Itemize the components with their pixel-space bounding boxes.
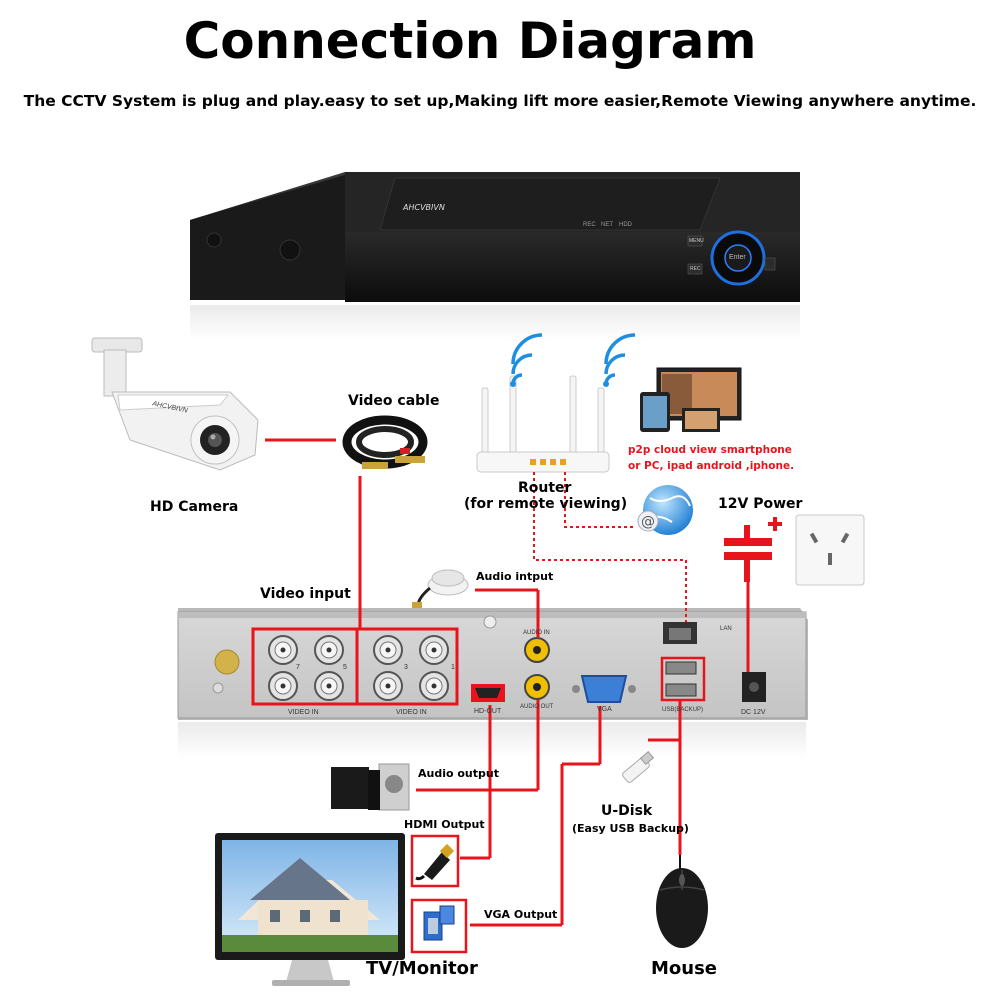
page-title: Connection Diagram	[183, 12, 757, 70]
bnc-number-1: 1	[451, 664, 455, 671]
bnc-connector-pin	[431, 647, 437, 653]
bnc-number-7: 7	[296, 664, 300, 671]
svg-text:@: @	[641, 514, 655, 530]
audio-input-label: Audio intput	[476, 570, 554, 583]
dvr-rec-button[interactable]: REC	[690, 266, 701, 272]
vga-port-label: VGA	[597, 706, 612, 713]
bnc-connector-pin	[280, 647, 286, 653]
mouse-device	[656, 855, 708, 948]
router-device	[476, 333, 636, 473]
video-cable-label: Video cable	[348, 393, 440, 409]
tv-monitor	[215, 833, 405, 986]
dvr-indicator-net: NET	[601, 222, 613, 228]
bnc-number-3: 3	[404, 664, 408, 671]
hdmi-cable-icon	[415, 843, 455, 881]
router-label: Router	[518, 480, 572, 496]
bnc-connectors	[268, 635, 449, 701]
bnc-connector-pin	[385, 647, 391, 653]
hd-camera	[91, 337, 259, 471]
video-input-label: Video input	[260, 586, 351, 602]
lan-port-label: LAN	[720, 626, 732, 632]
dvr-front-unit	[190, 172, 800, 340]
speakers	[331, 763, 410, 811]
bnc-connector-pin	[385, 683, 391, 689]
page-subtitle: The CCTV System is plug and play.easy to…	[23, 92, 977, 110]
hd-camera-label: HD Camera	[150, 499, 239, 515]
vga-output-label: VGA Output	[484, 908, 558, 921]
dc-port	[742, 672, 766, 702]
bnc-number-5: 5	[343, 664, 347, 671]
video-cable-coil	[342, 415, 428, 469]
u-disk	[622, 751, 655, 783]
usb-ports	[660, 656, 706, 702]
p2p-devices	[640, 367, 742, 432]
bnc-connector-pin	[431, 683, 437, 689]
video-in-label-right: VIDEO IN	[396, 709, 427, 716]
dvr-indicator-hdd: HDD	[619, 222, 632, 228]
wires	[265, 438, 750, 927]
wifi-icon	[604, 333, 636, 385]
vga-port	[572, 675, 636, 703]
wall-socket	[795, 514, 865, 586]
audio-out-jack	[524, 674, 550, 700]
p2p-line1: p2p cloud view smartphone	[628, 444, 792, 456]
mouse-label: Mouse	[651, 958, 718, 979]
u-disk-sublabel: (Easy USB Backup)	[572, 822, 689, 835]
power-label: 12V Power	[718, 496, 803, 512]
bnc-connector-pin	[326, 683, 332, 689]
microphone	[412, 569, 469, 608]
bnc-connector-pin	[280, 683, 286, 689]
audio-in-jack	[524, 637, 550, 663]
u-disk-label: U-Disk	[601, 803, 653, 819]
lan-port	[663, 622, 697, 644]
wifi-icon	[511, 333, 543, 385]
video-in-box-right	[355, 627, 459, 706]
dc-port-label: DC 12V	[741, 709, 766, 716]
power-symbol	[724, 517, 782, 582]
dotted-network-lines	[533, 472, 687, 622]
dvr-menu-button[interactable]: MENU	[689, 238, 704, 244]
hd-out-port-label: HD-OUT	[474, 708, 502, 715]
audio-in-port-label: AUDIO IN	[523, 630, 550, 636]
audio-out-port-label: AUDIO OUT	[520, 704, 554, 710]
dvr-enter-button[interactable]: Enter	[729, 254, 746, 261]
globe-icon: @	[637, 485, 693, 535]
bnc-connector-pin	[326, 647, 332, 653]
hdmi-output-label: HDMI Output	[404, 818, 485, 831]
vga-cable-icon	[423, 905, 455, 941]
router-sublabel: (for remote viewing)	[464, 496, 628, 512]
tv-monitor-label: TV/Monitor	[366, 958, 478, 979]
hdmi-port	[471, 684, 505, 702]
dvr-indicator-rec: REC	[583, 222, 596, 228]
usb-port-label: USB(BACKUP)	[662, 707, 704, 713]
audio-output-label: Audio output	[418, 767, 499, 780]
p2p-line2: or PC, ipad android ,iphone.	[628, 460, 795, 472]
video-in-label-left: VIDEO IN	[288, 709, 319, 716]
dvr-brand-label: AHCVBIVN	[403, 203, 445, 212]
